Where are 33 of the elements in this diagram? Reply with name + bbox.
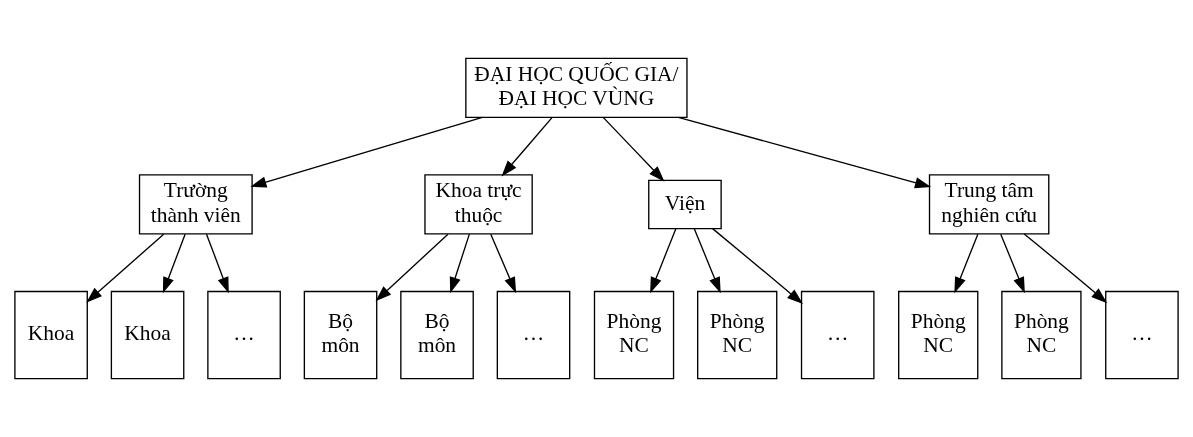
node-box: Bộ môn bbox=[303, 290, 378, 380]
arrow bbox=[205, 233, 229, 294]
arrow bbox=[162, 233, 186, 294]
arrow bbox=[650, 227, 677, 294]
node-box: Phòng NC bbox=[593, 290, 675, 380]
node-box: Khoa trực thuộc bbox=[424, 174, 533, 235]
node-box: Bộ môn bbox=[400, 290, 474, 380]
arrow bbox=[711, 227, 803, 305]
node-box: Trung tâm nghiên cứu bbox=[928, 174, 1050, 235]
node-box: Khoa bbox=[110, 290, 185, 380]
node-box: Phòng NC bbox=[1001, 290, 1082, 380]
node-box: Khoa bbox=[14, 290, 88, 380]
arrow bbox=[375, 233, 449, 302]
arrow bbox=[449, 233, 471, 294]
node-box: Viện bbox=[648, 179, 722, 230]
arrow bbox=[602, 116, 665, 182]
node-box: … bbox=[496, 290, 571, 380]
arrow bbox=[86, 233, 165, 303]
node-box: Phòng NC bbox=[898, 290, 979, 380]
arrow bbox=[677, 116, 932, 189]
arrow bbox=[1000, 233, 1025, 294]
node-box: … bbox=[800, 290, 875, 380]
arrow bbox=[693, 227, 721, 294]
arrow bbox=[501, 116, 553, 177]
node-box: … bbox=[1105, 290, 1179, 380]
node-box: Phòng NC bbox=[697, 290, 778, 380]
arrow bbox=[954, 233, 979, 294]
node-box: ĐẠI HỌC QUỐC GIA/ ĐẠI HỌC VÙNG bbox=[465, 57, 688, 118]
arrow bbox=[250, 116, 483, 188]
arrow bbox=[490, 233, 517, 294]
node-box: Trường thành viên bbox=[138, 174, 253, 235]
arrow bbox=[1023, 233, 1108, 304]
node-box: … bbox=[207, 290, 281, 380]
